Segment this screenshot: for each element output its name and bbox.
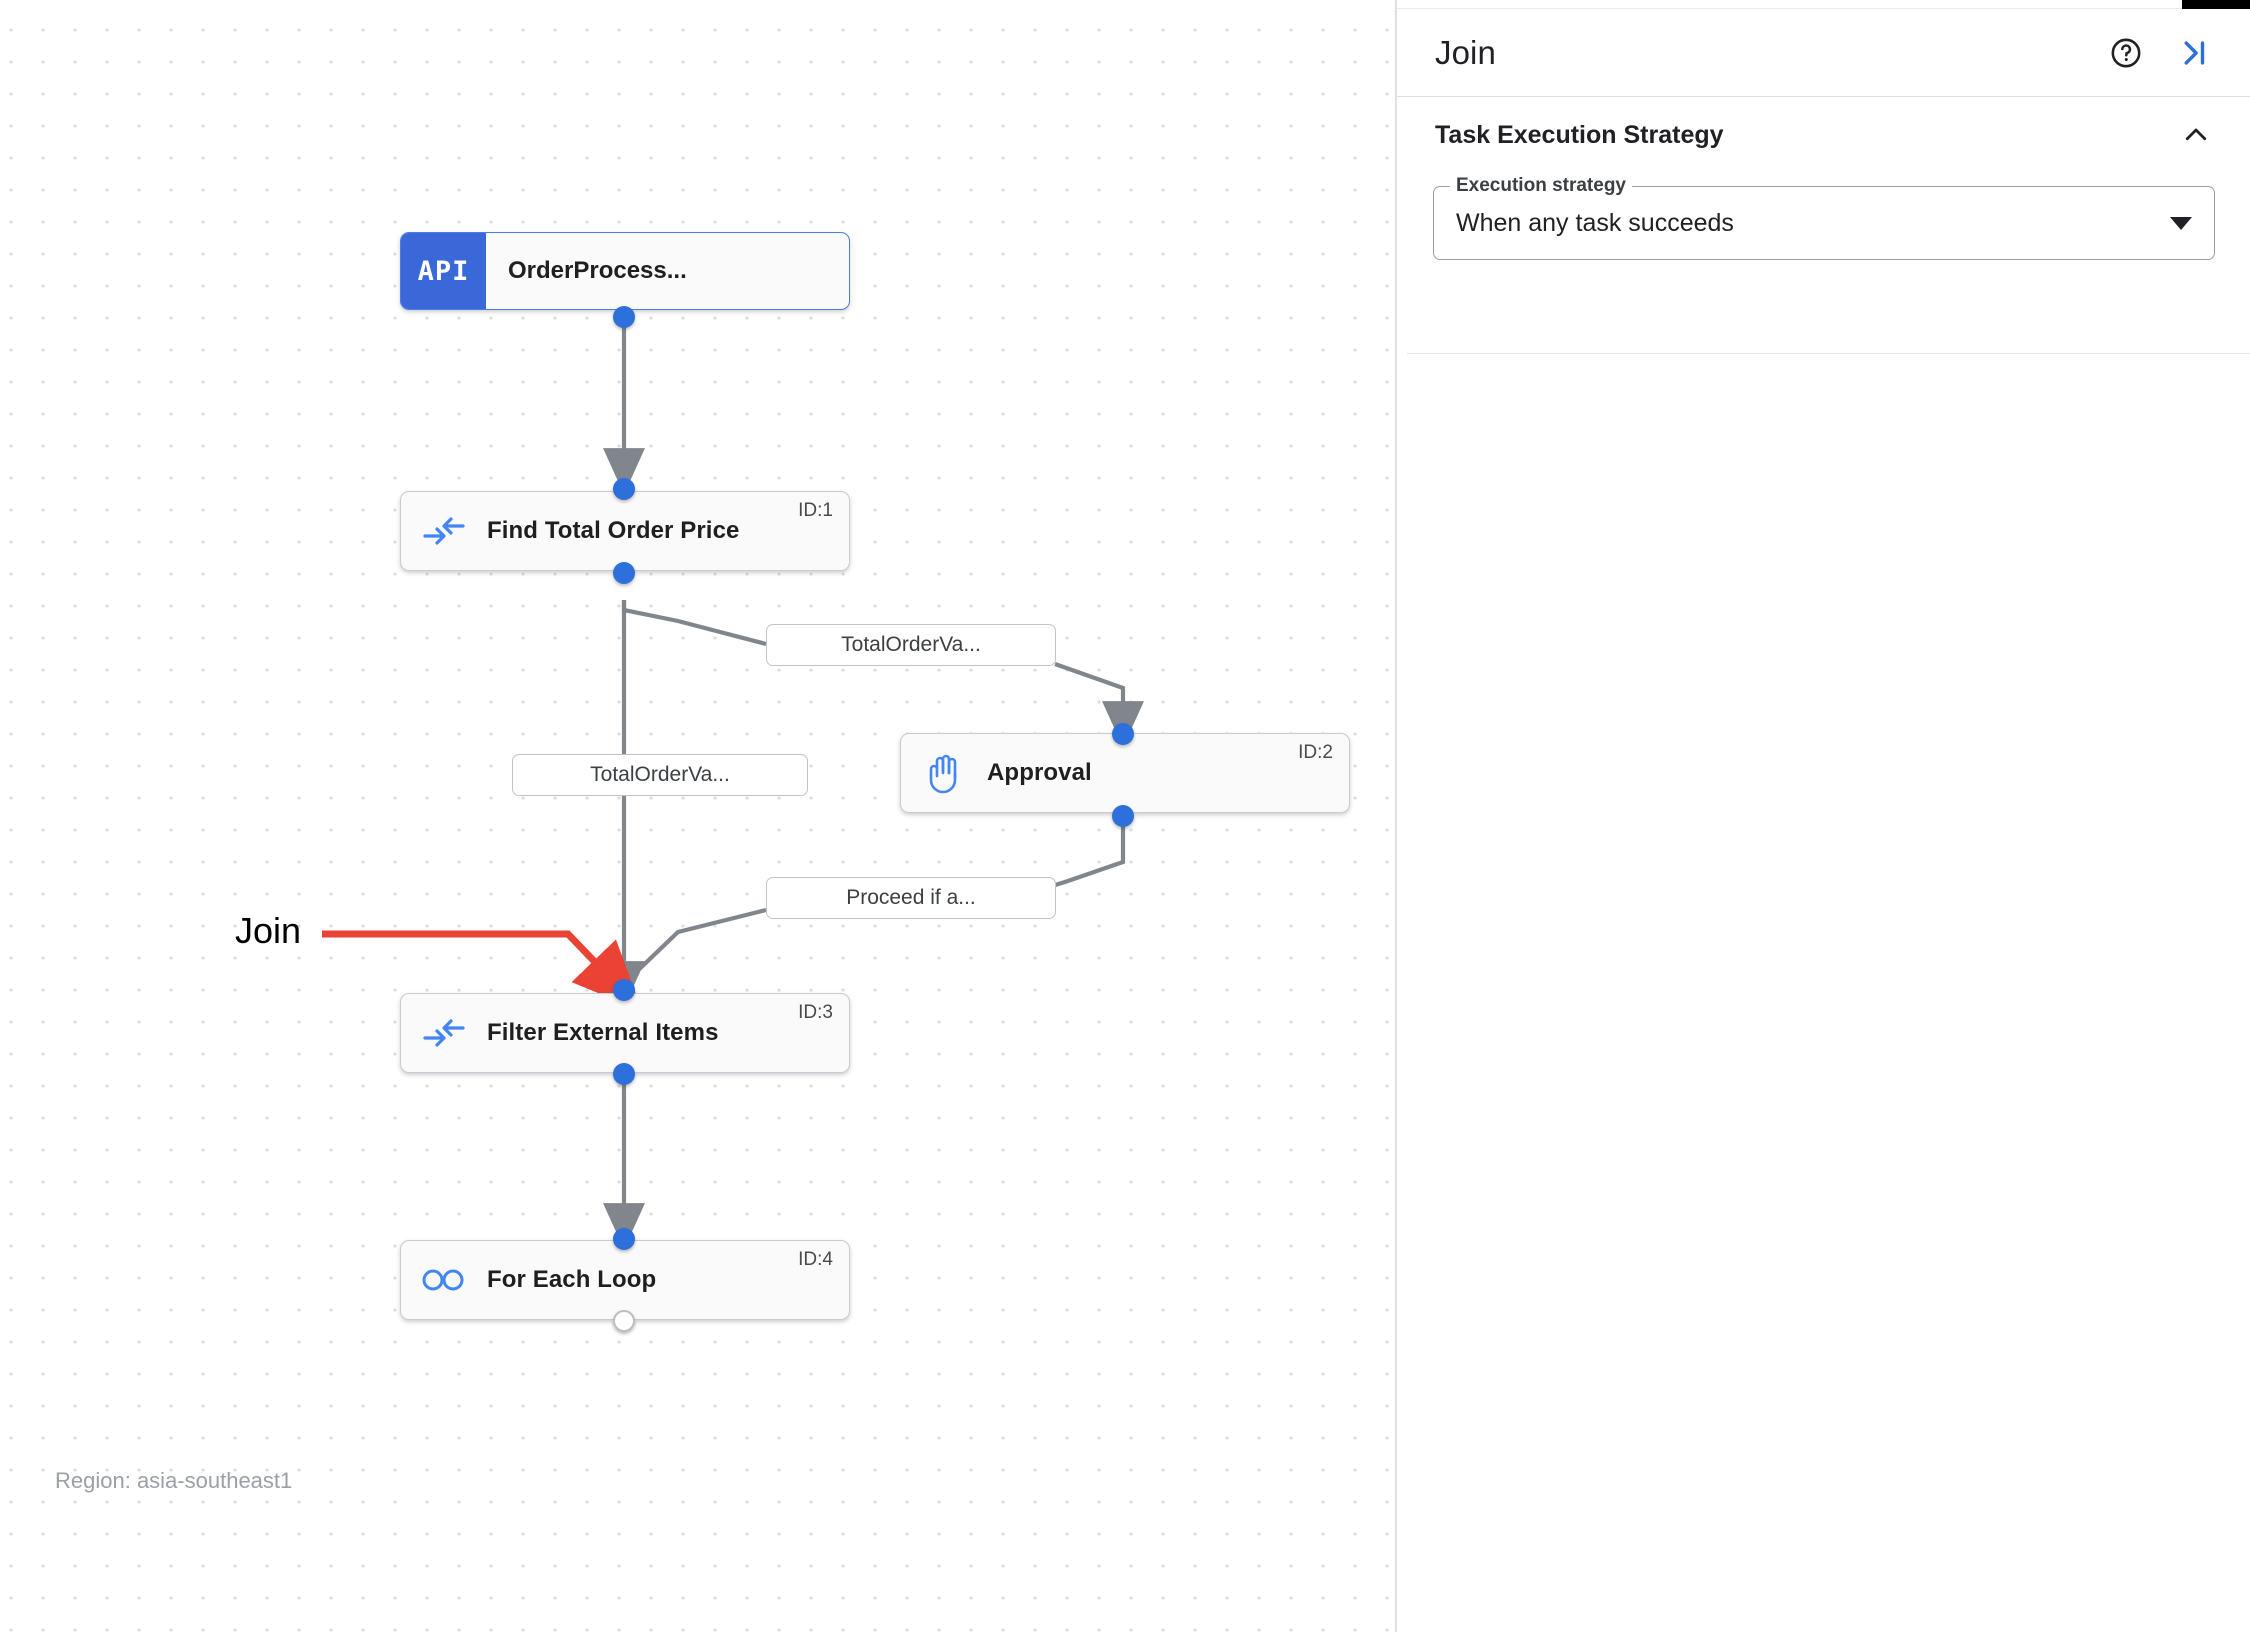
panel-header-actions	[2107, 34, 2213, 72]
annotation-join-label: Join	[235, 910, 302, 951]
execution-strategy-select[interactable]: Execution strategy When any task succeed…	[1433, 176, 2215, 260]
node-order-process-trigger[interactable]: API OrderProcess...	[400, 232, 850, 310]
handle-filter-output[interactable]	[613, 1063, 635, 1085]
execution-strategy-label: Execution strategy	[1450, 176, 1632, 196]
collapse-panel-icon[interactable]	[2175, 34, 2213, 72]
node-title: For Each Loop	[487, 1266, 657, 1293]
handle-loop-output[interactable]	[613, 1310, 635, 1332]
handle-filter-input-join[interactable]	[613, 979, 635, 1001]
canvas-panel-divider	[1395, 0, 1396, 1632]
node-title: Filter External Items	[487, 1019, 719, 1046]
handle-approval-input[interactable]	[1112, 723, 1134, 745]
task-config-panel: Join Task Execu	[1396, 0, 2250, 1632]
edge-approval-to-filter-2	[628, 907, 767, 980]
handle-trigger-output[interactable]	[613, 306, 635, 328]
execution-strategy-value: When any task succeeds	[1456, 208, 1734, 237]
node-title: OrderProcess...	[508, 257, 687, 284]
region-label: Region: asia-southeast1	[55, 1468, 293, 1493]
api-badge-icon: API	[401, 233, 486, 309]
handle-approval-output[interactable]	[1112, 805, 1134, 827]
execution-strategy-field-wrap: Execution strategy When any task succeed…	[1397, 172, 2250, 260]
node-id-badge: ID:1	[798, 500, 833, 521]
node-approval[interactable]: Approval ID:2	[900, 733, 1350, 813]
panel-corner-marker	[2182, 0, 2250, 9]
hand-approval-icon	[901, 752, 987, 794]
section-header[interactable]: Task Execution Strategy	[1397, 98, 2250, 172]
panel-title: Join	[1435, 33, 1496, 71]
chevron-up-icon[interactable]	[2179, 118, 2213, 152]
node-id-badge: ID:4	[798, 1249, 833, 1270]
task-execution-strategy-section: Task Execution Strategy Execution strate…	[1397, 98, 2250, 260]
node-title: Find Total Order Price	[487, 517, 740, 544]
edge-label-to-filter-direct[interactable]: TotalOrderVa...	[512, 754, 808, 796]
annotation-arrow	[322, 930, 643, 1012]
edge-task1-to-approval	[621, 600, 767, 647]
panel-section-divider	[1407, 353, 2250, 354]
panel-top-rule	[1397, 8, 2250, 9]
help-circle-icon[interactable]	[2107, 34, 2145, 72]
node-for-each-loop[interactable]: For Each Loop ID:4	[400, 1240, 850, 1320]
caret-down-icon[interactable]	[2170, 216, 2192, 230]
node-id-badge: ID:2	[1298, 742, 1333, 763]
edge-label-to-approval[interactable]: TotalOrderVa...	[766, 624, 1056, 666]
workflow-canvas[interactable]: API OrderProcess... Find Total Order Pri…	[0, 0, 1396, 1632]
edge-task1-to-approval-2	[1054, 662, 1144, 748]
handle-loop-input[interactable]	[613, 1228, 635, 1250]
section-title: Task Execution Strategy	[1435, 120, 1724, 149]
handle-task1-output[interactable]	[613, 562, 635, 584]
infinity-loop-icon	[401, 1266, 487, 1294]
panel-header: Join	[1397, 9, 2250, 97]
node-find-total-order-price[interactable]: Find Total Order Price ID:1	[400, 491, 850, 571]
data-mapping-icon	[401, 1016, 487, 1050]
edge-label-approval-to-filter[interactable]: Proceed if a...	[766, 877, 1056, 919]
node-id-badge: ID:3	[798, 1002, 833, 1023]
node-filter-external-items[interactable]: Filter External Items ID:3	[400, 993, 850, 1073]
handle-task1-input[interactable]	[613, 478, 635, 500]
data-mapping-icon	[401, 514, 487, 548]
node-title: Approval	[987, 759, 1092, 786]
